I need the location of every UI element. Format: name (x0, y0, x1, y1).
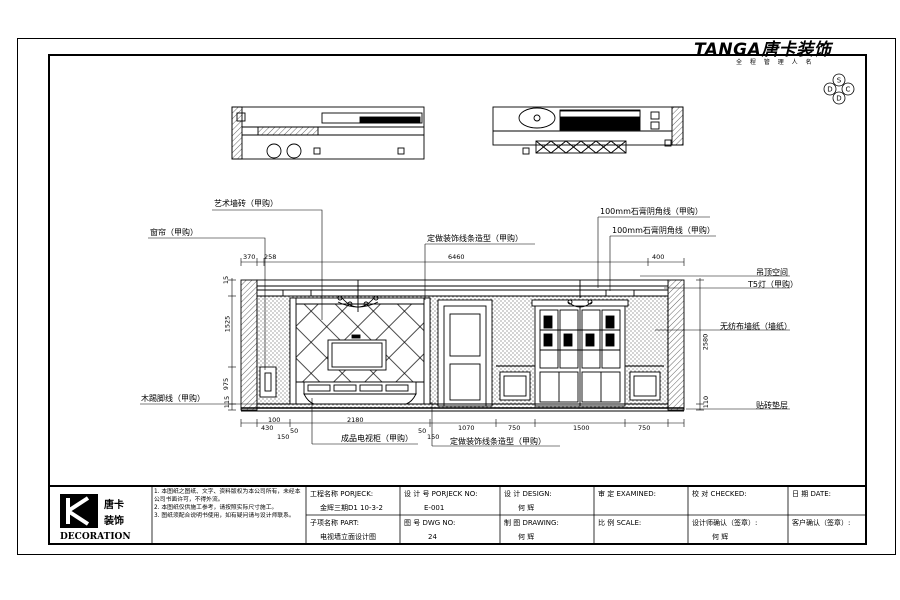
part-name-value: 电视墙立面设计图 (320, 533, 376, 541)
drawing-no-label: 图 号 DWG NO: (404, 519, 456, 527)
client-confirm-label: 客户确认（签章）: (792, 519, 851, 527)
dim-text: 50 (418, 427, 427, 435)
dim-text: 150 (427, 433, 440, 441)
label-baseboard: 木踢脚线（甲购） (141, 394, 205, 403)
examined-label: 审 定 EXAMINED: (598, 490, 656, 498)
scale-label: 比 例 SCALE: (598, 519, 642, 527)
drawing-no-value: 24 (428, 533, 437, 541)
dim-text: 400 (652, 253, 665, 261)
compass-letter: D (836, 95, 841, 103)
drawing-value: 何 辉 (518, 533, 535, 541)
plan-view-left (231, 106, 425, 160)
label-tile-base: 贴砖垫层 (756, 401, 788, 410)
dim-text: 370 (243, 253, 256, 261)
designer-confirm-label: 设计师确认（签章）: (692, 519, 758, 527)
design-label: 设 计 DESIGN: (504, 490, 552, 498)
label-gypsum-cornice-1: 100mm石膏阴角线（甲购） (600, 207, 703, 216)
elevation-wall (240, 279, 685, 412)
checked-label: 校 对 CHECKED: (692, 490, 747, 498)
design-no-label: 设 计 号 PORJECK NO: (404, 490, 478, 498)
title-block-grid (151, 485, 867, 545)
brand-tagline: 全 程 管 理 人 名 (736, 59, 815, 66)
date-label: 日 期 DATE: (792, 490, 832, 498)
label-custom-molding-bottom: 定做装饰线条造型（甲购） (450, 437, 546, 446)
sheet-border (17, 38, 896, 555)
design-value: 何 辉 (518, 504, 535, 512)
logo-word: DECORATION (60, 532, 131, 542)
dimension-lines (228, 258, 704, 427)
note-item: 1. 本图纸之图纸、文字、资料版权为本公司所有，未经本公司书面许可，不得外流。 (154, 489, 301, 504)
section-compass-icon: S D C D (823, 73, 855, 105)
compass-letter: D (827, 86, 832, 94)
drawing-label: 制 图 DRAWING: (504, 519, 559, 527)
label-gypsum-cornice-2: 100mm石膏阴角线（甲购） (612, 226, 715, 235)
dim-text: 50 (290, 427, 299, 435)
logo-mark-icon: 唐卡 装饰 DECORATION (60, 494, 131, 542)
dim-text: 115 (223, 395, 232, 409)
dim-text: 2180 (347, 416, 364, 424)
elevation-drawing (140, 106, 790, 447)
dim-text: 6460 (448, 253, 465, 261)
compass-letter: C (846, 86, 851, 94)
dim-text: 258 (264, 253, 277, 261)
dim-text: 150 (277, 433, 290, 441)
title-block (48, 485, 867, 545)
label-custom-molding-top: 定做装饰线条造型（甲购） (427, 234, 523, 243)
part-name-label: 子项名称 PART: (310, 519, 360, 527)
logo-chars-line2: 装饰 (103, 514, 124, 527)
dim-text: 100 (268, 416, 281, 424)
label-art-tile: 艺术墙砖（甲购） (214, 199, 278, 208)
company-logo: 唐卡 装饰 DECORATION (58, 492, 144, 542)
label-ceiling-space: 吊顶空间 (756, 268, 788, 277)
dim-text: 15 (222, 275, 231, 285)
dim-text: 1500 (573, 424, 590, 432)
logo-chars-line1: 唐卡 (104, 498, 124, 511)
label-nonwoven-wallpaper: 无纺布墙纸（墙纸） (720, 322, 792, 331)
note-item: 3. 图纸须配合说明书使用，如有疑问请与设计师联系。 (154, 513, 295, 520)
project-name-label: 工程名称 PORJECK: (310, 490, 374, 498)
label-t5-lamp: T5灯（甲购） (748, 280, 798, 289)
dim-text: 750 (508, 424, 521, 432)
leader-lines (140, 209, 790, 447)
project-name-value: 金辉三期D1 10-3-2 (320, 504, 383, 512)
brand-logo-text: TANGA唐卡装饰 (694, 40, 832, 60)
label-curtain: 窗帘（甲购） (150, 228, 198, 237)
note-item: 2. 本图纸仅供施工参考，请按照实际尺寸施工。 (154, 505, 278, 512)
dim-text: 1525 (223, 315, 232, 333)
drawing-notes: 1. 本图纸之图纸、文字、资料版权为本公司所有，未经本公司书面许可，不得外流。 … (154, 488, 306, 520)
dim-text: 750 (638, 424, 651, 432)
design-no-value: E-001 (424, 504, 445, 512)
drawing-frame (48, 54, 867, 545)
dim-text: 2580 (701, 333, 710, 351)
compass-letter: S (837, 77, 842, 85)
dim-text: 430 (261, 424, 274, 432)
designer-confirm-value: 何 辉 (712, 533, 729, 541)
plan-view-right (492, 106, 684, 155)
dim-text: 1070 (458, 424, 475, 432)
dim-text: 975 (222, 377, 231, 391)
label-tv-cabinet: 成品电视柜（甲购） (341, 434, 413, 443)
dim-text: 110 (702, 395, 711, 409)
